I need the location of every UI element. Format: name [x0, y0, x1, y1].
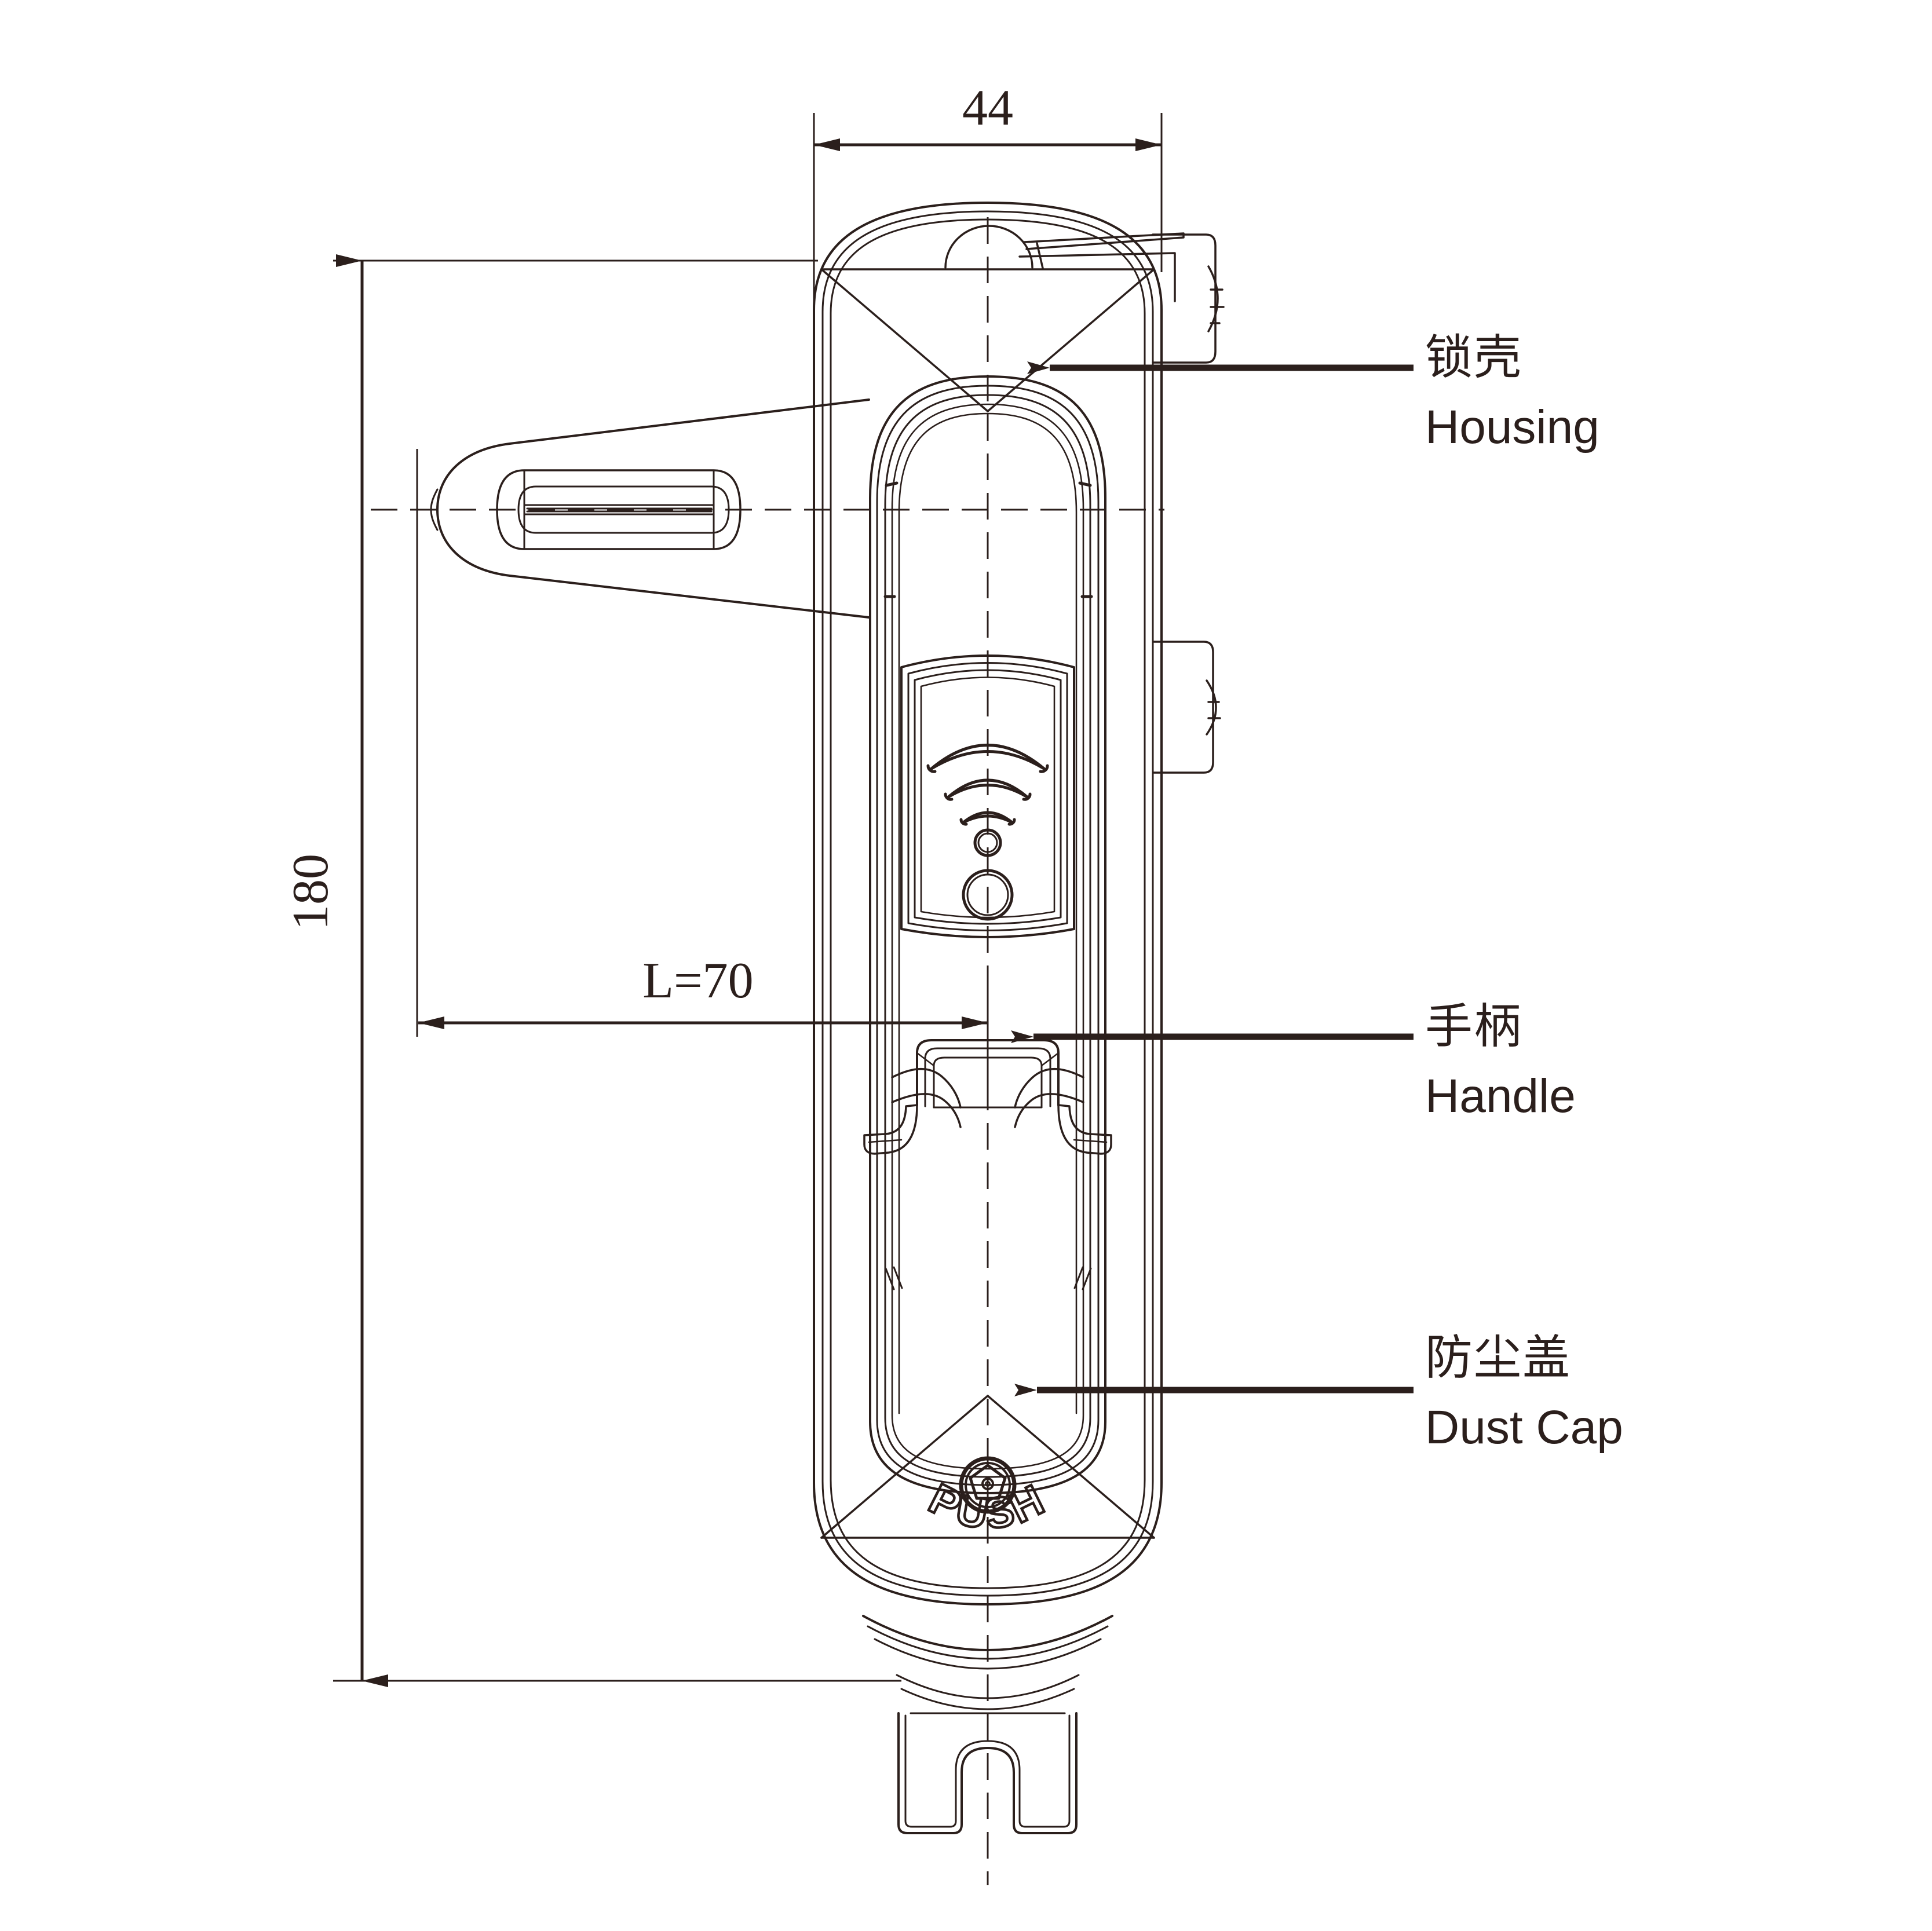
dimension-180-label: 180: [283, 854, 339, 930]
lock-assembly-geometry: [430, 202, 1225, 1834]
upper-side-tab: [1152, 233, 1225, 364]
dust-cap-panel: [869, 375, 1106, 1494]
callout-housing-label-en: Housing: [1425, 401, 1599, 454]
callout-dust-cap-label-en: Dust Cap: [1425, 1401, 1623, 1454]
extension-lines: [333, 113, 1163, 1682]
dimension-44: 44: [814, 80, 1162, 151]
rfid-reader-window: [900, 654, 1075, 938]
centrelines: [371, 217, 1164, 1885]
top-hinge-boss: [944, 225, 1185, 302]
dimension-180: 180: [283, 254, 388, 1687]
middle-side-tab: [1153, 641, 1221, 774]
callout-handle-label-en: Handle: [1425, 1070, 1576, 1122]
dimension-L70-label: L=70: [642, 953, 753, 1009]
dimension-L70: L=70: [418, 953, 988, 1029]
callout-dust-cap-label-cn: 防尘盖: [1425, 1332, 1571, 1384]
callout-dust-cap: 防尘盖 Dust Cap: [1014, 1332, 1623, 1454]
callout-housing: 锁壳 Housing: [1027, 331, 1599, 454]
callout-handle-label-cn: 手柄: [1425, 1000, 1522, 1053]
callout-handle: 手柄 Handle: [1011, 1000, 1576, 1122]
housing-outline: [813, 202, 1163, 1605]
dimension-44-label: 44: [962, 80, 1013, 136]
lever-arm: [430, 398, 870, 619]
callout-housing-label-cn: 锁壳: [1425, 331, 1522, 384]
